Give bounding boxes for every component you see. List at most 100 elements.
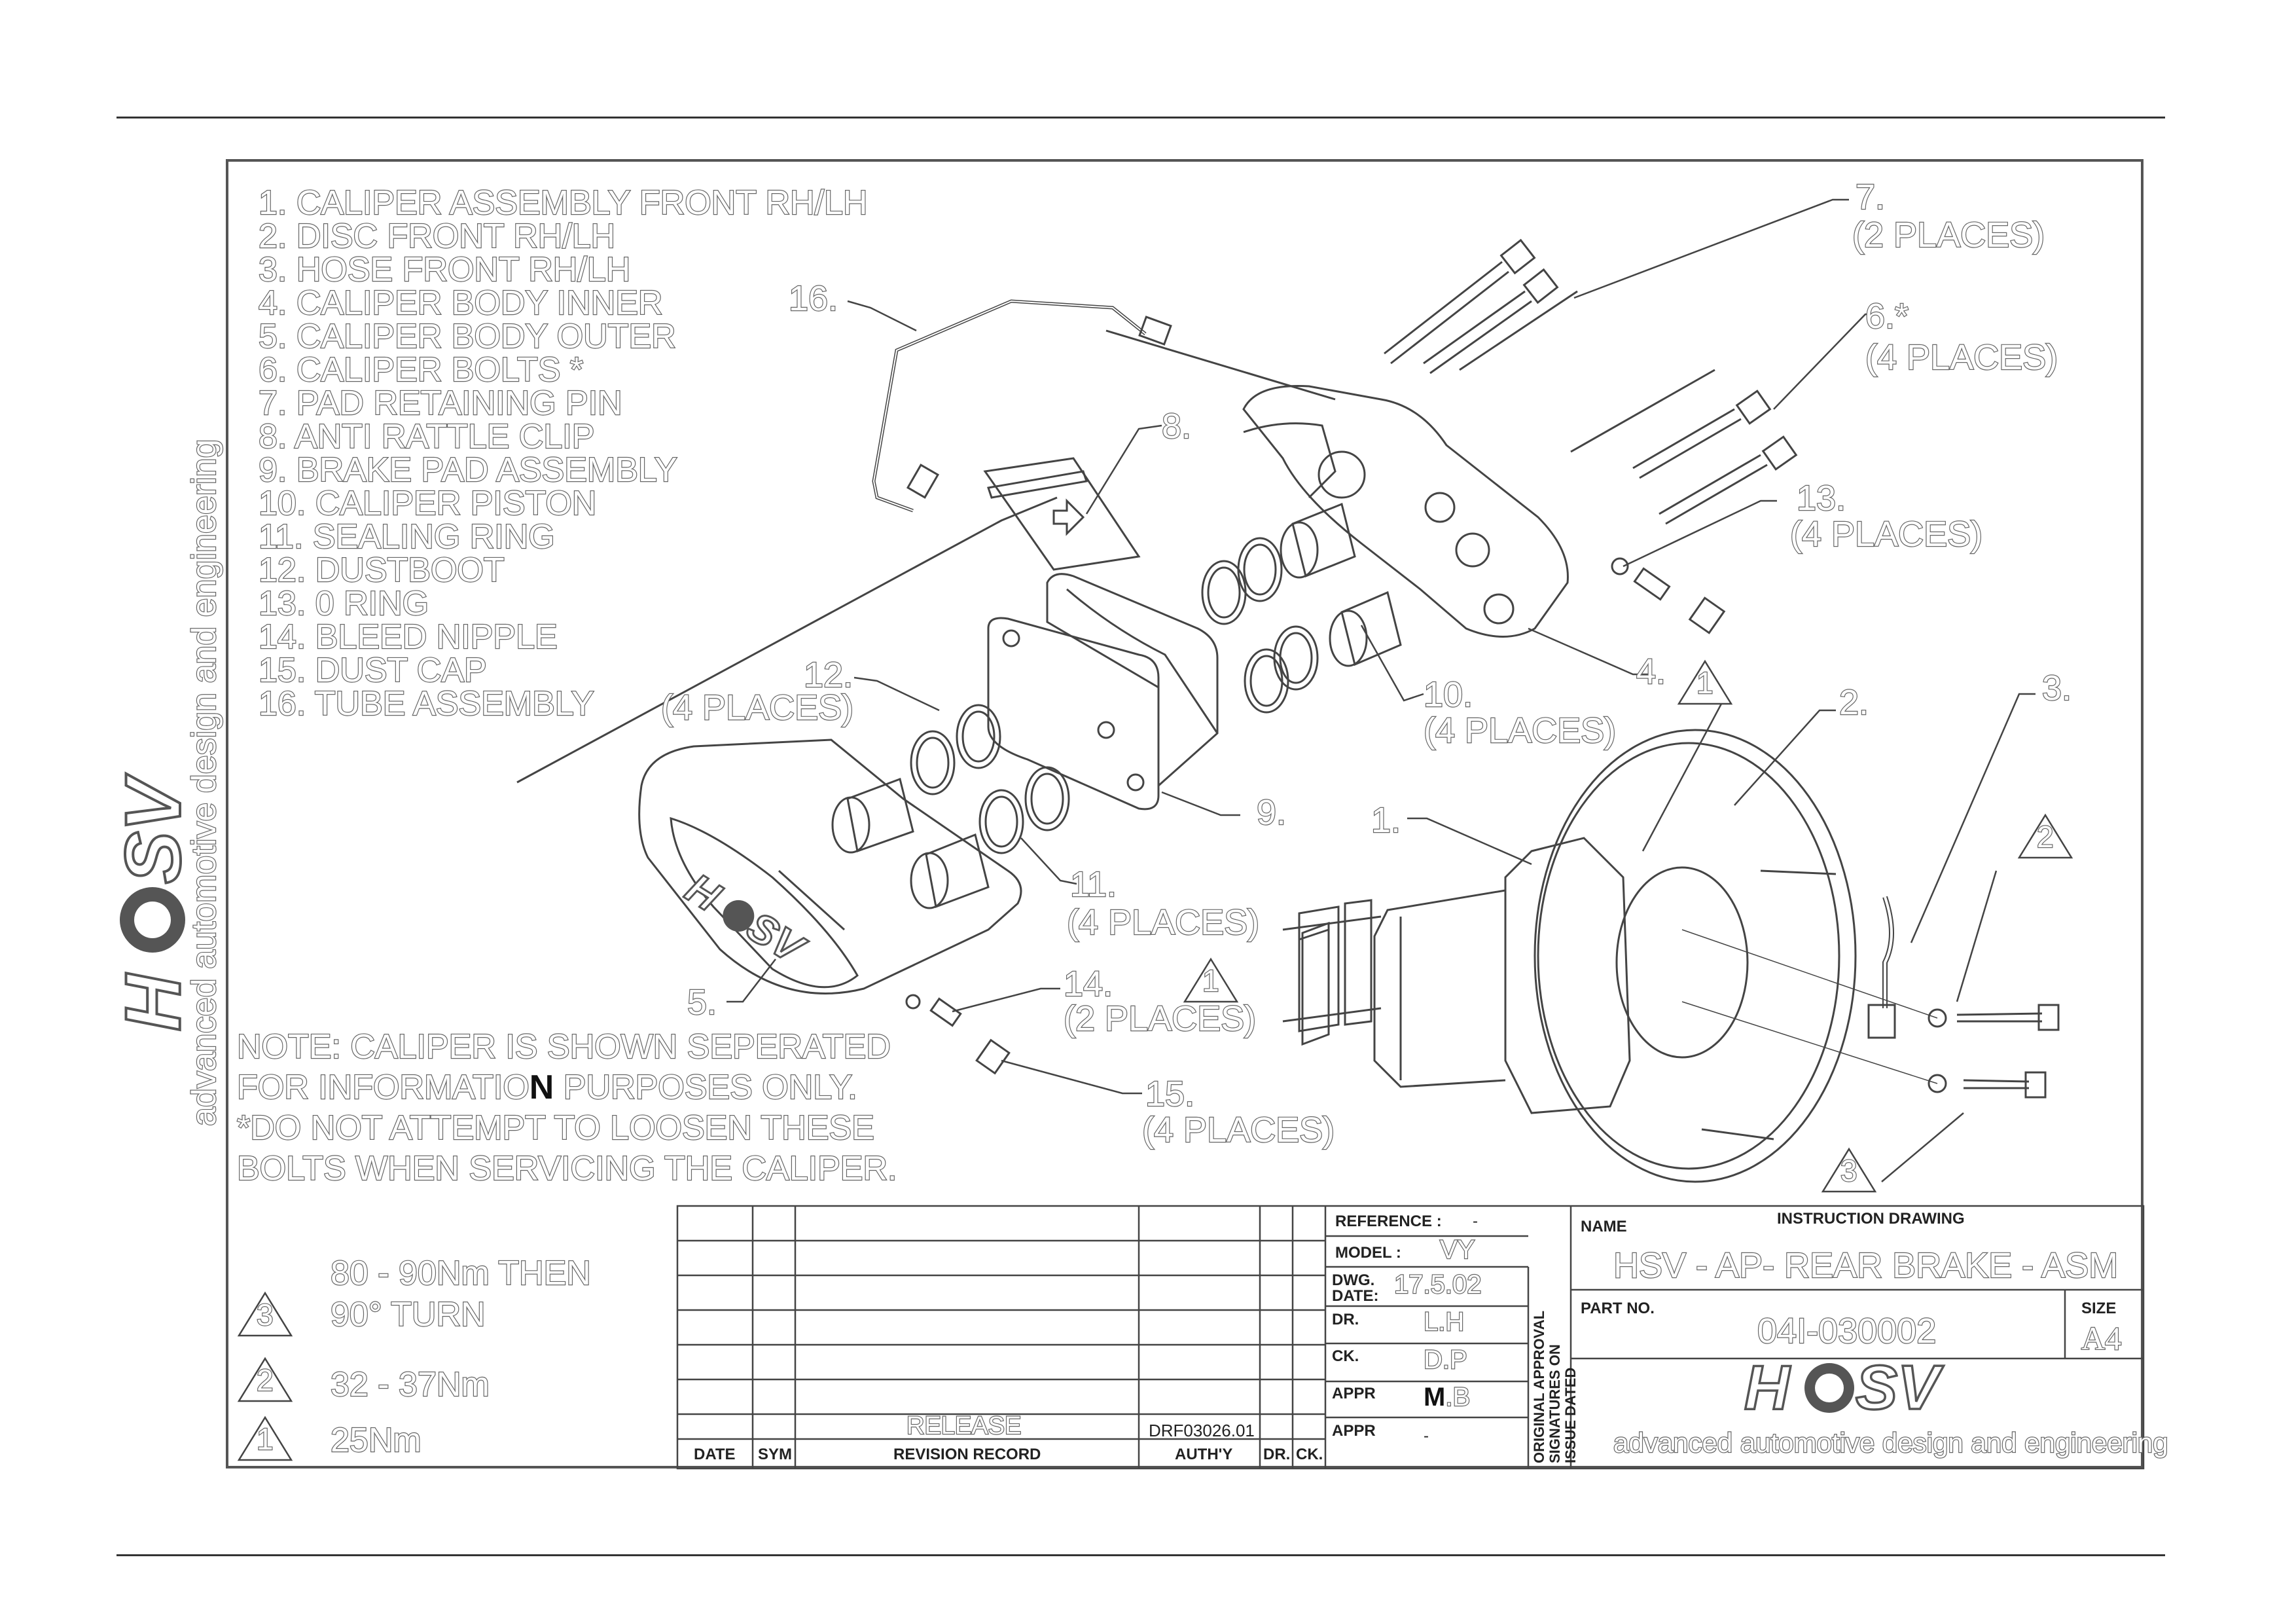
assembled-pin-top (1760, 869, 1837, 875)
callout-13-places: (4 PLACES) (1789, 514, 1984, 555)
anti-rattle-clip (983, 457, 1141, 571)
leader-7 (1573, 198, 1849, 299)
torque-2: 32 - 37Nm (330, 1365, 490, 1404)
part-label: PART NO. (1581, 1300, 1655, 1317)
model-label: MODEL : (1335, 1244, 1401, 1262)
leader-t2 (1956, 870, 1998, 1002)
bottom-rule (117, 1554, 2165, 1556)
hose (1867, 896, 1896, 1039)
col-auth: AUTH'Y (1175, 1446, 1233, 1463)
dwg-label: DWG. (1332, 1271, 1375, 1289)
callout-3: 3. (2041, 668, 2072, 708)
leader-2 (1734, 709, 1836, 806)
legend-item-16: 16. TUBE ASSEMBLY (258, 685, 595, 723)
callout-7-places: (2 PLACES) (1852, 215, 2046, 255)
col-revision: REVISION RECORD (893, 1446, 1041, 1463)
callout-6: 6.* (1865, 296, 1909, 337)
reference-label: REFERENCE : (1335, 1213, 1442, 1230)
legend-item-7: 7. PAD RETAINING PIN (258, 384, 623, 422)
assembled-clip (1299, 921, 1330, 1046)
leader-11 (1020, 837, 1077, 885)
torque-3-line-1: 80 - 90Nm THEN (330, 1254, 592, 1293)
appr-label: APPR (1332, 1385, 1376, 1402)
callout-16: 16. (788, 278, 838, 319)
leader-13 (1623, 500, 1777, 568)
leader-6 (1773, 313, 1882, 410)
model-value: VY (1439, 1235, 1476, 1265)
callout-12: 12. (803, 655, 853, 695)
note-line-2: FOR INFORMATION PURPOSES ONLY. (236, 1068, 858, 1107)
sealing-rings-lower (910, 704, 1070, 854)
legend-item-13: 13. 0 RING (258, 585, 430, 623)
legend-item-9: 9. BRAKE PAD ASSEMBLY (258, 451, 678, 489)
leader-4 (1528, 627, 1649, 676)
drawing-frame (226, 159, 2144, 1468)
bleed-nipple-outer (905, 994, 1011, 1075)
appr2-value: - (1424, 1427, 1429, 1445)
section-line (516, 496, 1058, 784)
signatures-line-2: SIGNATURES ON (1547, 1344, 1563, 1463)
title-block-tagline: advanced automotive design and engineeri… (1613, 1427, 2169, 1459)
triangle-2-right-label: 2 (2036, 819, 2054, 854)
size-label: SIZE (2081, 1300, 2117, 1317)
leader-t1 (1641, 703, 1723, 852)
caliper-assembly (1373, 837, 1631, 1114)
col-dr: DR. (1263, 1446, 1291, 1463)
note-line-4: BOLTS WHEN SERVICING THE CALIPER. (236, 1149, 898, 1188)
pistons-upper (1280, 502, 1402, 667)
leader-9 (1161, 791, 1240, 816)
side-tagline-text: advanced automotive design and engineeri… (185, 438, 224, 1127)
size-value: A4 (2081, 1319, 2123, 1357)
leader-1 (1407, 817, 1532, 866)
legend-item-11: 11. SEALING RING (258, 518, 556, 556)
callout-1: 1. (1371, 800, 1401, 841)
signatures-note: ORIGINAL APPROVAL SIGNATURES ON ISSUE DA… (1531, 1311, 1579, 1463)
callout-5: 5. (687, 982, 717, 1023)
svg-text:H: H (109, 973, 197, 1031)
section-line-2 (1105, 329, 1336, 401)
triangle-2-legend-label: 2 (256, 1362, 274, 1398)
leader-10 (1360, 625, 1424, 702)
callout-7: 7. (1855, 177, 1886, 217)
legend-item-4: 4. CALIPER BODY INNER (258, 284, 664, 322)
title-block-grid (676, 1205, 2145, 1470)
dr-label: DR. (1332, 1311, 1359, 1328)
callout-14-places: (2 PLACES) (1063, 998, 1257, 1039)
triangle-1-mid (1183, 957, 1239, 1003)
callout-11: 11. (1069, 864, 1117, 905)
callout-6-places: (4 PLACES) (1865, 337, 2059, 378)
legend-item-12: 12. DUSTBOOT (258, 551, 505, 589)
callout-4: 4. (1636, 651, 1666, 692)
disc-front (1534, 729, 1857, 1183)
reference-value: - (1473, 1213, 1478, 1230)
callout-15-places: (4 PLACES) (1141, 1110, 1336, 1150)
leader-5 (726, 958, 776, 1003)
triangle-1-legend-label: 1 (256, 1421, 274, 1457)
drf-number: DRF03026.01 (1149, 1421, 1255, 1440)
assembled-pads (1282, 899, 1382, 1032)
triangle-1-top (1677, 659, 1733, 705)
side-tagline: advanced automotive design and engineeri… (185, 438, 224, 1127)
svg-text:SV: SV (1856, 1353, 1944, 1423)
leader-16 (847, 300, 917, 332)
tube-assembly (872, 299, 1172, 513)
appr-value: M.B (1424, 1382, 1471, 1412)
callout-14: 14. (1063, 964, 1113, 1004)
sealing-rings-upper (1201, 537, 1319, 714)
col-ck: CK. (1296, 1446, 1323, 1463)
legend-item-14: 14. BLEED NIPPLE (258, 618, 558, 656)
assembled-bolts (1928, 1004, 2060, 1099)
callout-2: 2. (1839, 682, 1869, 723)
part-number: 04I-030002 (1757, 1311, 1937, 1351)
leader-12 (853, 676, 940, 712)
caliper-note: NOTE: CALIPER IS SHOWN SEPERATED FOR INF… (236, 1027, 898, 1189)
callout-11-places: (4 PLACES) (1066, 902, 1261, 943)
triangle-2-right (2017, 813, 2073, 859)
legend-item-15: 15. DUST CAP (258, 651, 488, 689)
brake-pad-inner (1046, 573, 1219, 788)
caliper-body-outer (638, 739, 1022, 994)
brake-pad-outer (987, 617, 1160, 811)
